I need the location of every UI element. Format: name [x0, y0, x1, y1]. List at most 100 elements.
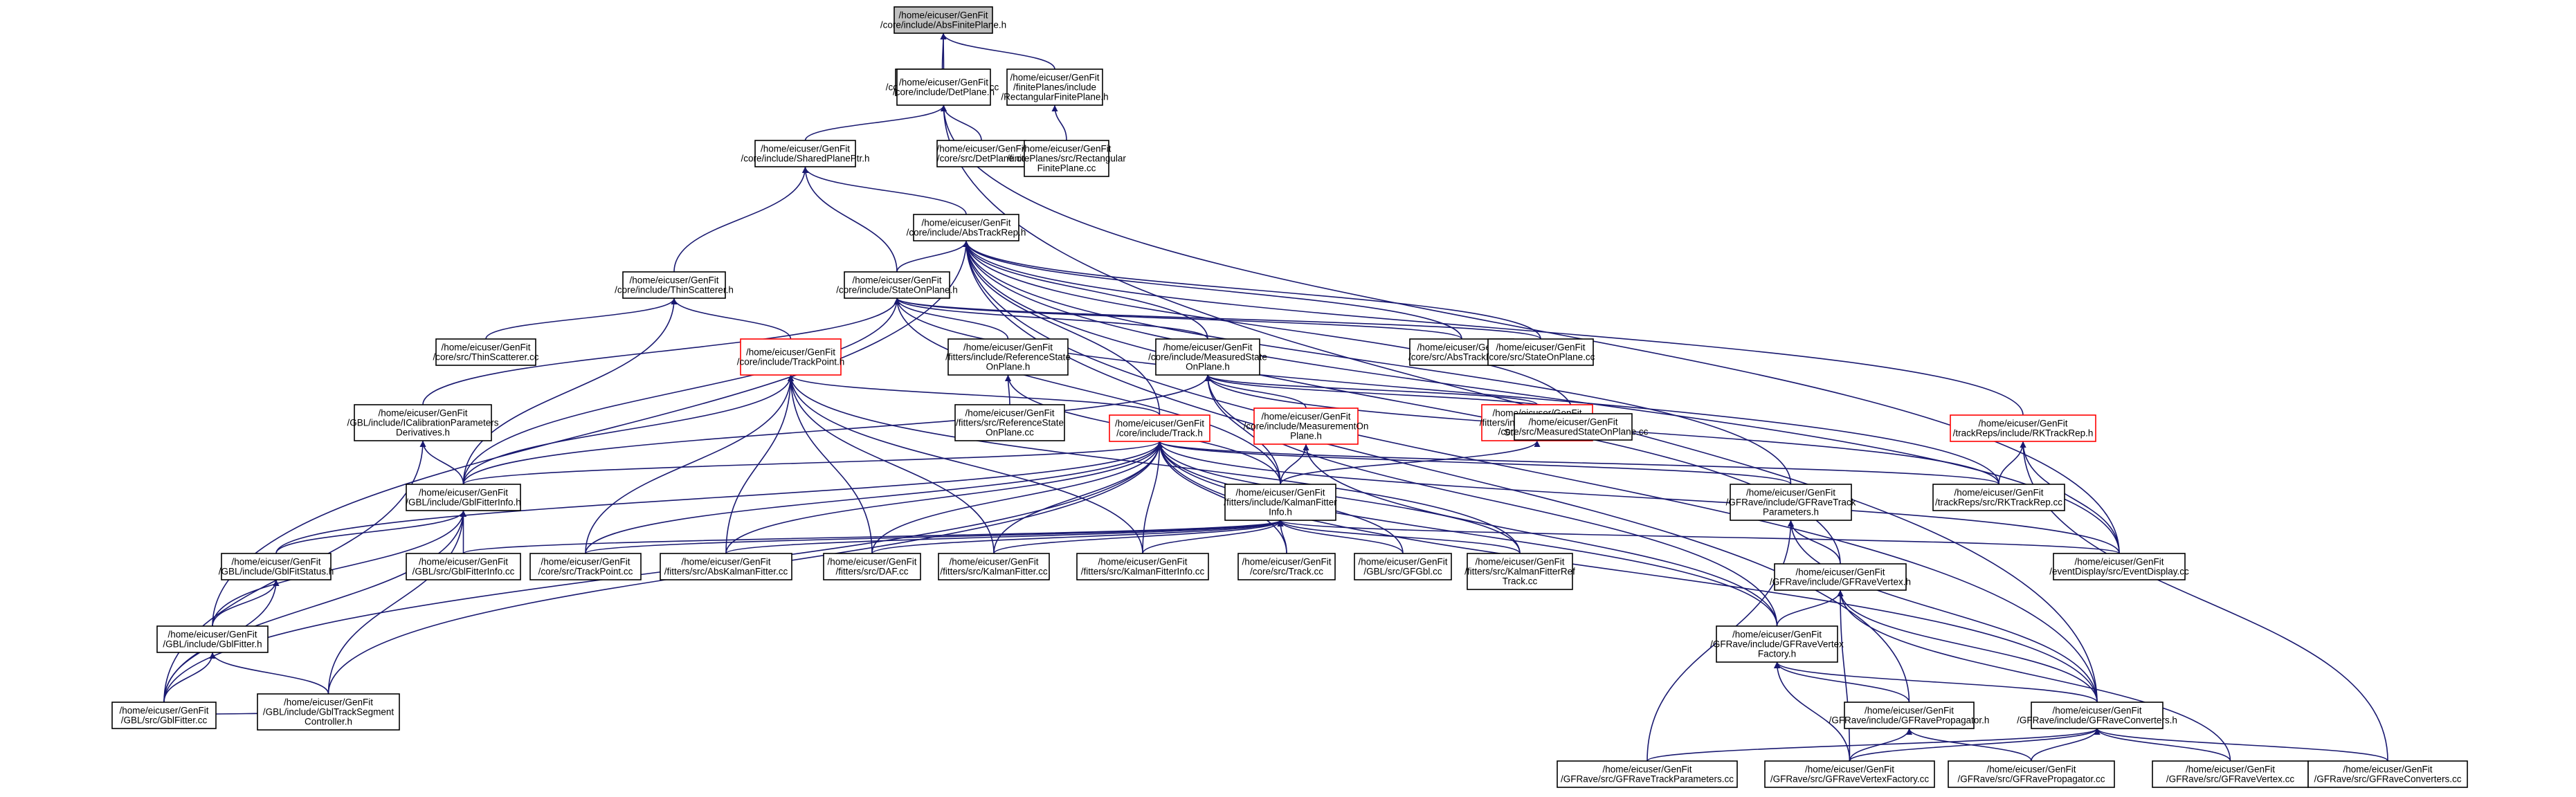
- edge-abskalman_cc-to-track_h: [725, 441, 1163, 554]
- edge-daf_cc-to-kalfitterinfo_h: [871, 520, 1284, 554]
- node-label-line: /core/src/DetPlane.cc: [937, 154, 1026, 164]
- edge-gfraveconv_cc-to-gfraveconv_h: [2094, 728, 2388, 762]
- edge-layer: [163, 33, 2388, 762]
- node-label-line: /home/eicuser/GenFit: [1602, 764, 1691, 775]
- node-label-line: /GBL/src/GFGbl.cc: [1363, 567, 1442, 577]
- node-sharedptr_h[interactable]: /home/eicuser/GenFit/core/include/Shared…: [741, 140, 870, 167]
- node-eventdisplay_cc[interactable]: /home/eicuser/GenFit/eventDisplay/src/Ev…: [2049, 553, 2189, 580]
- node-label-line: /home/eicuser/GenFit: [419, 488, 508, 498]
- node-kalfitterinfo_h[interactable]: /home/eicuser/GenFit/fitters/include/Kal…: [1224, 484, 1337, 521]
- node-thinscat_cc[interactable]: /home/eicuser/GenFit/core/src/ThinScatte…: [433, 338, 539, 366]
- node-label-line: /home/eicuser/GenFit: [1163, 342, 1252, 353]
- node-label-line: /GBL/include/GblFitter.h: [163, 639, 262, 650]
- node-measstate_h[interactable]: /home/eicuser/GenFit/core/include/Measur…: [1148, 338, 1267, 376]
- edge-gfraveconv_h-to-track_h: [1157, 441, 2098, 703]
- node-detplane_cc[interactable]: /home/eicuser/GenFit/core/src/DetPlane.c…: [936, 140, 1026, 167]
- edge-gbltrackseg_h-to-gblfitter_h: [209, 652, 329, 695]
- node-rktrackrep_cc[interactable]: /home/eicuser/GenFit/trackReps/src/RKTra…: [1932, 484, 2065, 511]
- node-label-line: /home/eicuser/GenFit: [1954, 488, 2043, 498]
- node-box: [1253, 407, 1359, 445]
- node-trackpoint_cc[interactable]: /home/eicuser/GenFit/core/src/TrackPoint…: [529, 553, 642, 580]
- node-gblfitterinfo_cc[interactable]: /home/eicuser/GenFit/GBL/src/GblFitterIn…: [406, 553, 521, 580]
- node-detplane_h[interactable]: /home/eicuser/GenFit/core/include/DetPla…: [893, 68, 995, 106]
- node-box: [1730, 484, 1852, 521]
- node-rectfp_h[interactable]: /home/eicuser/GenFit/finitePlanes/includ…: [1001, 68, 1109, 106]
- node-gfravevtxfac_cc[interactable]: /home/eicuser/GenFit/GFRave/src/GFRaveVe…: [1764, 760, 1935, 788]
- node-label-line: /GFRave/src/GFRavePropagator.cc: [1957, 774, 2105, 785]
- node-refstate_h[interactable]: /home/eicuser/GenFit/fitters/include/Ref…: [945, 338, 1071, 376]
- node-daf_cc[interactable]: /home/eicuser/GenFit/fitters/src/DAF.cc: [823, 553, 921, 580]
- node-kalref_cc[interactable]: /home/eicuser/GenFit/fitters/src/KalmanF…: [1464, 553, 1575, 590]
- edge-measstate_cc-to-abstrackrep_h: [963, 240, 1574, 414]
- node-kalman_cc[interactable]: /home/eicuser/GenFit/fitters/src/KalmanF…: [938, 553, 1050, 580]
- node-label-line: /home/eicuser/GenFit: [2074, 557, 2164, 567]
- node-label-line: OnPlane.cc: [986, 428, 1034, 438]
- edge-stateonplane_h-to-abstrackrep_h: [896, 240, 970, 273]
- node-meason_h[interactable]: /home/eicuser/GenFit/core/include/Measur…: [1244, 407, 1369, 445]
- node-gfraveconv_h[interactable]: /home/eicuser/GenFit/GFRave/include/GFRa…: [2017, 702, 2177, 729]
- node-gfravetrackpar_h[interactable]: /home/eicuser/GenFit/GFRave/include/GFRa…: [1726, 484, 1856, 521]
- node-label-line: /home/eicuser/GenFit: [1115, 419, 1204, 429]
- node-rktrackrep_h[interactable]: /home/eicuser/GenFit/trackReps/include/R…: [1950, 414, 2096, 442]
- node-label-line: /trackReps/src/RKTrackRep.cc: [1935, 497, 2062, 508]
- edge-gfraveprop_h-to-gfravevtxfac_h: [1774, 661, 1910, 703]
- node-label-line: Factory.h: [1758, 649, 1796, 659]
- edge-trackpoint_h-to-thinscat_h: [671, 297, 792, 340]
- node-gfraveprop_cc[interactable]: /home/eicuser/GenFit/GFRave/src/GFRavePr…: [1948, 760, 2115, 788]
- edge-gfravevtxfac_h-to-meason_h: [1303, 443, 1778, 627]
- node-calib_h[interactable]: /home/eicuser/GenFit/GBL/include/ICalibr…: [347, 404, 499, 441]
- node-abskalman_cc[interactable]: /home/eicuser/GenFit/fitters/src/AbsKalm…: [660, 553, 792, 580]
- node-label-line: /home/eicuser/GenFit: [441, 342, 530, 353]
- node-rectfp_cc[interactable]: /home/eicuser/GenFit/finitePlanes/src/Re…: [1007, 140, 1126, 177]
- edge-eventdisplay_cc-to-kalfitterinfo_h: [1277, 520, 2120, 554]
- node-label-line: /home/eicuser/GenFit: [1528, 417, 1617, 428]
- node-box: [1487, 338, 1594, 366]
- node-box: [754, 140, 856, 167]
- node-gblfitterinfo_h[interactable]: /home/eicuser/GenFit/GBL/include/GblFitt…: [406, 484, 521, 511]
- edge-rectfp_h-to-root: [940, 33, 1055, 70]
- node-abstrackrep_h[interactable]: /home/eicuser/GenFit/core/include/AbsTra…: [907, 214, 1026, 241]
- edge-detplane_cc-to-detplane_h: [941, 104, 982, 141]
- node-gfravevtxfac_h[interactable]: /home/eicuser/GenFit/GFRave/include/GFRa…: [1710, 625, 1844, 663]
- node-gblfitter_cc[interactable]: /home/eicuser/GenFit/GBL/src/GblFitter.c…: [111, 702, 217, 729]
- node-gfraveprop_h[interactable]: /home/eicuser/GenFit/GFRave/include/GFRa…: [1829, 702, 1990, 729]
- edge-kalfitterinfo_h-to-measstate_h: [1204, 374, 1281, 485]
- node-gblfitstatus_h[interactable]: /home/eicuser/GenFit/GBL/include/GblFitS…: [219, 553, 334, 580]
- node-gfravevertex_h[interactable]: /home/eicuser/GenFit/GFRave/include/GFRa…: [1770, 563, 1911, 591]
- node-gfraveconv_cc[interactable]: /home/eicuser/GenFit/GFRave/src/GFRaveCo…: [2307, 760, 2468, 788]
- edge-kalfitterinfo_cc-to-track_h: [1142, 441, 1163, 554]
- node-gfgbl_cc[interactable]: /home/eicuser/GenFit/GBL/src/GFGbl.cc: [1354, 553, 1452, 580]
- node-label-line: /fitters/include/KalmanFitter: [1224, 497, 1337, 508]
- node-gfravetrackpar_cc[interactable]: /home/eicuser/GenFit/GFRave/src/GFRaveTr…: [1557, 760, 1738, 788]
- node-track_cc[interactable]: /home/eicuser/GenFit/core/src/Track.cc: [1237, 553, 1336, 580]
- node-box: [936, 140, 1026, 167]
- node-box: [938, 553, 1050, 580]
- node-refstate_cc[interactable]: /home/eicuser/GenFit/fitters/src/Referen…: [954, 404, 1065, 441]
- edge-gblfitterinfo_h-to-stateonplane_h: [462, 297, 900, 485]
- edge-gfraveprop_h-to-abstrackrep_h: [963, 240, 1910, 703]
- node-kalfitterinfo_cc[interactable]: /home/eicuser/GenFit/fitters/src/KalmanF…: [1076, 553, 1209, 580]
- node-trackpoint_h[interactable]: /home/eicuser/GenFit/core/include/TrackP…: [737, 338, 845, 376]
- node-label-line: /finitePlanes/include: [1013, 82, 1096, 93]
- node-box: [1514, 413, 1633, 441]
- node-gfravevertex_cc[interactable]: /home/eicuser/GenFit/GFRave/src/GFRaveVe…: [2152, 760, 2309, 788]
- node-label-line: /home/eicuser/GenFit: [827, 557, 916, 567]
- edge-thinscat_h-to-sharedptr_h: [673, 166, 808, 273]
- edge-daf_cc-to-trackpoint_h: [788, 374, 873, 554]
- node-thinscat_h[interactable]: /home/eicuser/GenFit/core/include/ThinSc…: [615, 271, 734, 299]
- node-box: [954, 404, 1065, 441]
- edge-gfravevertex_cc-to-gfraveconv_h: [2094, 728, 2231, 762]
- node-measstate_cc[interactable]: /home/eicuser/GenFit/core/src/MeasuredSt…: [1498, 413, 1649, 441]
- node-label-line: Parameters.h: [1763, 507, 1819, 517]
- node-label-line: /fitters/src/KalmanFitter.cc: [940, 567, 1048, 577]
- node-stateonplane_cc[interactable]: /home/eicuser/GenFit/core/src/StateOnPla…: [1487, 338, 1595, 366]
- node-label-line: /fitters/src/KalmanFitterRef: [1464, 567, 1575, 577]
- node-track_h[interactable]: /home/eicuser/GenFit/core/include/Track.…: [1109, 414, 1210, 442]
- node-stateonplane_h[interactable]: /home/eicuser/GenFit/core/include/StateO…: [836, 271, 958, 299]
- edge-gblfitterinfo_cc-to-kalfitterinfo_h: [462, 520, 1284, 554]
- edge-gfravevtxfac_h-to-measstate_h: [1204, 374, 1778, 627]
- node-gblfitter_h[interactable]: /home/eicuser/GenFit/GBL/include/GblFitt…: [156, 625, 269, 653]
- node-label-line: /home/eicuser/GenFit: [1098, 557, 1187, 567]
- edge-kalfitterinfo_cc-to-kalfitterinfo_h: [1142, 520, 1284, 554]
- node-gbltrackseg_h[interactable]: /home/eicuser/GenFit/GBL/include/GblTrac…: [257, 693, 400, 731]
